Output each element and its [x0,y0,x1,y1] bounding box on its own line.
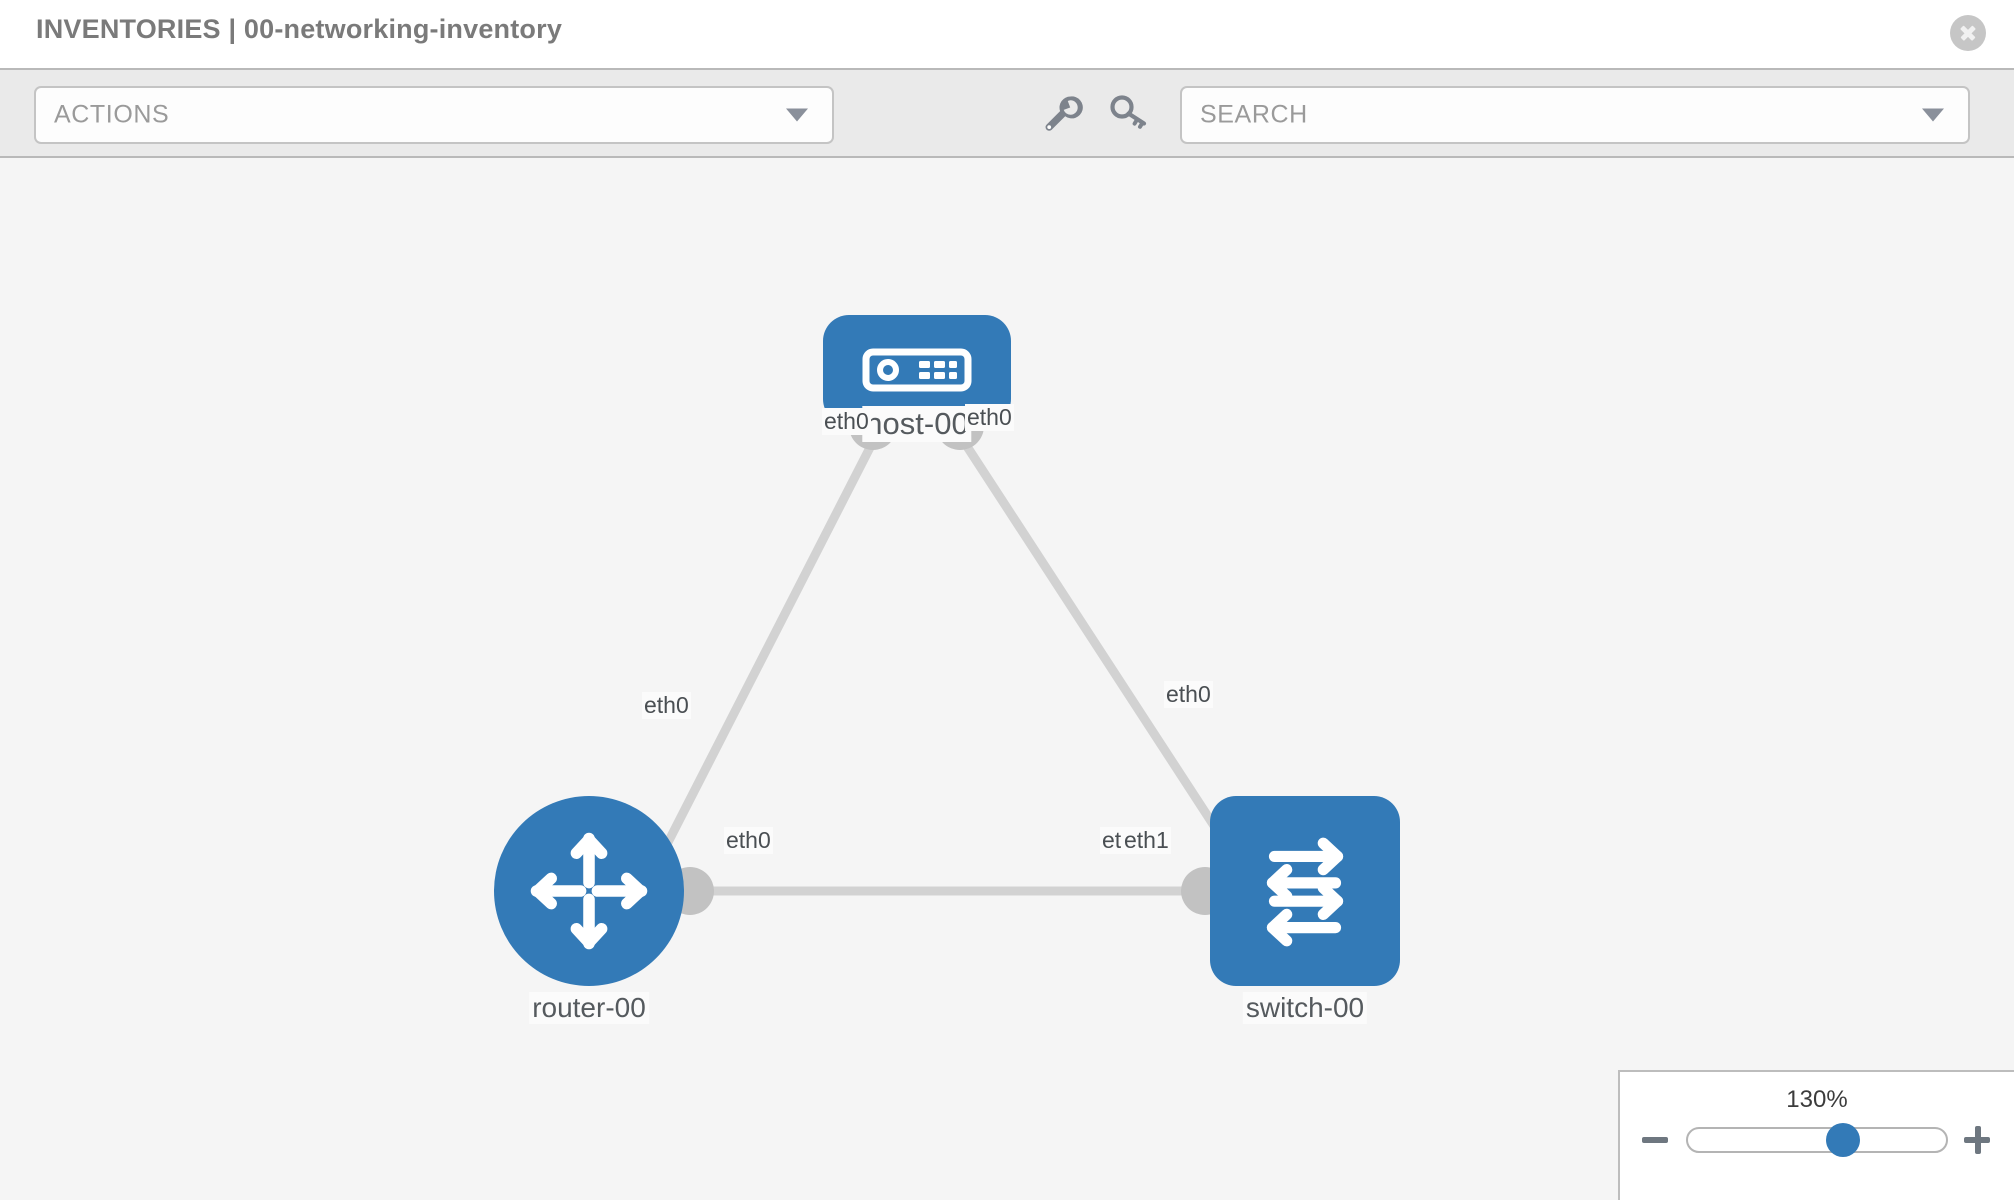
plus-icon[interactable] [1964,1126,1992,1154]
toolbar: ACTIONS SEARCH [0,68,2014,158]
topology-node-host-00[interactable]: host-00 [823,315,1011,442]
topology-node-router-00[interactable]: router-00 [494,796,684,1024]
actions-dropdown-label: ACTIONS [54,100,170,129]
topology-node-label-router-00: router-00 [529,992,649,1024]
edge-label-switch-up: eth0 [1164,681,1213,708]
zoom-slider[interactable] [1686,1123,1948,1157]
topology-node-label-switch-00: switch-00 [1242,992,1368,1024]
search-input[interactable]: SEARCH [1180,86,1970,144]
switch-arrows-icon [1210,796,1400,986]
key-icon[interactable] [1106,90,1152,136]
edge-label-switch-left: eth1 [1122,827,1171,854]
chevron-down-icon[interactable] [1922,108,1944,122]
edge-label-router-up: eth0 [642,692,691,719]
topology-node-switch-00[interactable]: switch-00 [1210,796,1400,1024]
chevron-down-icon [786,108,808,122]
edge-label-host-right: eth0 [965,404,1014,431]
router-arrows-icon [494,796,684,986]
actions-dropdown[interactable]: ACTIONS [34,86,834,144]
page-header: INVENTORIES | 00-networking-inventory [0,0,2014,68]
wrench-icon[interactable] [1038,90,1084,136]
zoom-slider-thumb[interactable] [1825,1123,1860,1157]
edge-label-router-right: eth0 [724,827,773,854]
topology-canvas[interactable]: host-00 --> switch-00 --> switch-00 --> [0,158,2014,1200]
zoom-slider-row [1620,1123,2014,1157]
zoom-control-panel: 130% [1618,1070,2014,1200]
search-placeholder: SEARCH [1200,100,1308,129]
zoom-level-value: 130% [1786,1086,1848,1113]
page-title: INVENTORIES | 00-networking-inventory [36,14,563,44]
topology-node-label-host-00: host-00 [862,406,972,442]
close-icon[interactable] [1950,15,1986,51]
edge-label-host-left: eth0 [822,408,871,435]
minus-icon[interactable] [1642,1126,1670,1154]
